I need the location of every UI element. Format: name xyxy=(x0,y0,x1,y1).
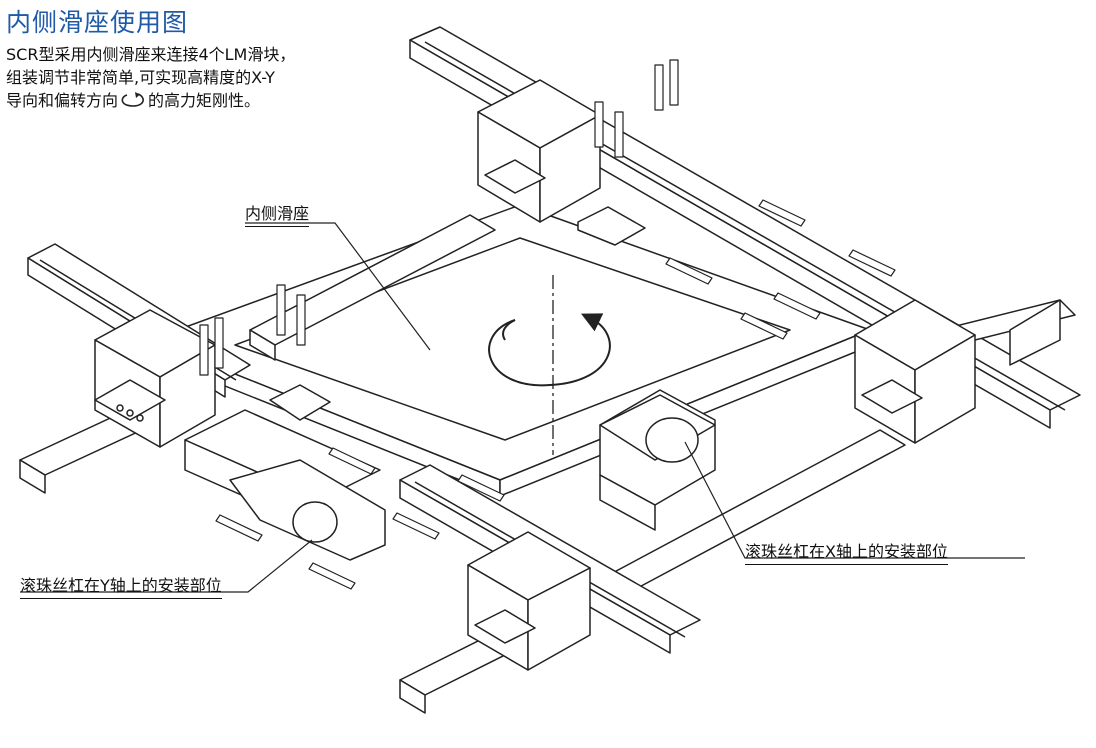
description-line-3: 导向和偏转方向 的高力矩刚性。 xyxy=(6,89,386,112)
ball-screw-mount-y xyxy=(229,459,386,561)
description-line-2: 组装调节非常简单,可实现高精度的X-Y xyxy=(6,68,275,87)
callout-ball-screw-y: 滚珠丝杠在Y轴上的安装部位 xyxy=(20,572,222,599)
callout-inner-slide: 内侧滑座 xyxy=(245,200,310,227)
lm-block-right xyxy=(854,299,976,444)
rotation-arrow-icon xyxy=(121,92,144,107)
lm-block-bottom xyxy=(467,531,591,671)
ball-screw-mount-x xyxy=(599,389,716,531)
y-rail-upper xyxy=(249,214,496,361)
rotation-arrow-icon xyxy=(488,313,611,387)
page-title: 内侧滑座使用图 xyxy=(6,8,189,37)
lm-block-top xyxy=(477,79,601,223)
clamp-block-left xyxy=(269,384,331,421)
bolts xyxy=(199,59,896,590)
description-line-1: SCR型采用内侧滑座来连接4个LM滑块， xyxy=(6,45,296,64)
description-text: SCR型采用内侧滑座来连接4个LM滑块， 组装调节非常简单,可实现高精度的X-Y… xyxy=(6,43,386,112)
description-line-3-before: 导向和偏转方向 xyxy=(6,91,119,110)
clamp-block-top xyxy=(577,206,646,246)
rotation-axis xyxy=(488,275,611,455)
leader-lines xyxy=(20,222,1025,593)
description-line-3-after: 的高力矩刚性。 xyxy=(148,91,261,110)
callout-ball-screw-x: 滚珠丝杠在X轴上的安装部位 xyxy=(745,538,948,565)
